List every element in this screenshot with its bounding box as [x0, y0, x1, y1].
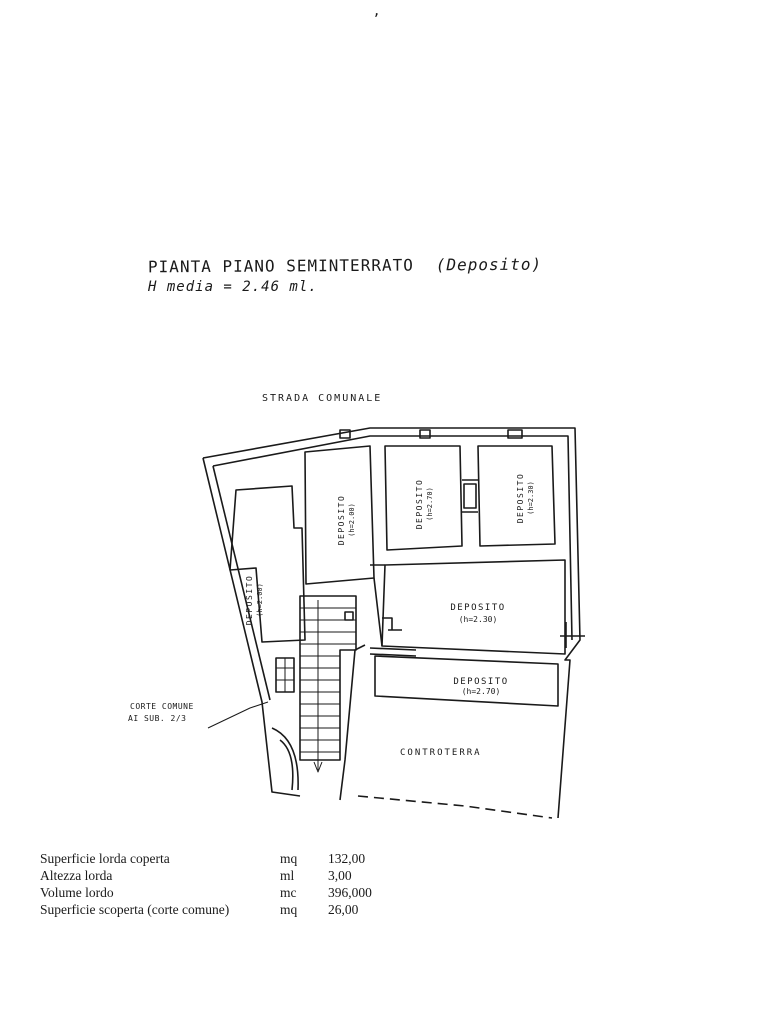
door-east: [560, 622, 585, 648]
south-boundary: [357, 795, 553, 819]
plan-title-paren: (Deposito): [435, 254, 543, 275]
surface-stats-table: Superficie lorda coperta mq 132,00 Altez…: [40, 850, 372, 918]
room-5-height: (h=2.30): [459, 615, 498, 624]
stats-row: Superficie lorda coperta mq 132,00: [40, 850, 372, 867]
partition: [370, 564, 385, 647]
west-wall-inner: [212, 465, 271, 701]
corte-label-line1: CORTE COMUNE: [130, 702, 194, 711]
controterra-label: CONTROTERRA: [400, 748, 482, 758]
corte-label-line2: AI SUB. 2/3: [128, 714, 186, 723]
corte-leader: [207, 701, 269, 729]
stats-row: Volume lordo mc 396,000: [40, 884, 372, 901]
stats-row: Altezza lorda ml 3,00: [40, 867, 372, 884]
room-4-height: (h=2.30): [527, 481, 535, 515]
door-mid: [382, 617, 402, 631]
room-deposito-6: [374, 655, 559, 707]
stair-arrow: [313, 600, 323, 773]
stats-unit: mq: [280, 851, 298, 866]
stats-value: 3,00: [328, 868, 352, 883]
plan-title-text: PIANTA PIANO SEMINTERRATO: [147, 255, 414, 277]
room-5-name: DEPOSITO: [450, 603, 505, 613]
room-deposito-3: [384, 445, 463, 551]
room-3-name: DEPOSITO: [415, 479, 424, 530]
stats-row: Superficie scoperta (corte comune) mq 26…: [40, 901, 372, 918]
page-mark: ,: [374, 0, 380, 19]
stats-unit: mc: [280, 885, 297, 900]
plan-subtitle: H media = 2.46 ml.: [148, 279, 318, 295]
room-deposito-1: [229, 485, 306, 643]
room-4-name: DEPOSITO: [516, 473, 525, 524]
window-north-1: [339, 429, 351, 439]
stats-label: Volume lordo: [40, 885, 114, 900]
window-north-3: [507, 429, 523, 439]
building-outline: [202, 427, 581, 819]
stats-value: 132,00: [328, 851, 366, 866]
lower-court-wall: [339, 644, 366, 801]
west-wall: [202, 457, 301, 797]
small-window: [344, 611, 354, 621]
corte-grid-lines: [276, 658, 294, 692]
court-ramp: [271, 727, 299, 791]
room-2-height: (h=2.00): [348, 503, 356, 537]
room-1-height: (h=2.00): [256, 583, 264, 617]
title-block: PIANTA PIANO SEMINTERRATO (Deposito) H me…: [148, 255, 542, 295]
staircase: [299, 595, 357, 761]
room-deposito-5: [381, 559, 566, 655]
building-outline-inner: [212, 435, 573, 641]
street-label: STRADA COMUNALE: [262, 393, 382, 404]
plan-title: PIANTA PIANO SEMINTERRATO (Deposito): [148, 255, 542, 277]
stats-label: Altezza lorda: [40, 868, 113, 883]
room-3-height: (h=2.70): [426, 487, 434, 521]
room-deposito-4: [477, 445, 556, 547]
room-2-name: DEPOSITO: [337, 495, 346, 546]
floor-plan: STRADA COMUNALE DEPOSITO (h=2.00) DEPOSI…: [128, 393, 585, 819]
stair-treads: [300, 607, 356, 753]
stats-label: Superficie lorda coperta: [40, 851, 170, 866]
room-1-name: DEPOSITO: [245, 575, 254, 626]
connector: [462, 479, 478, 513]
stats-unit: ml: [280, 868, 295, 883]
window-north-2: [419, 429, 431, 439]
door-3-4: [463, 483, 477, 509]
room-6-name: DEPOSITO: [453, 677, 508, 687]
stats-label: Superficie scoperta (corte comune): [40, 902, 230, 917]
stats-value: 396,000: [328, 885, 372, 900]
stats-unit: mq: [280, 902, 298, 917]
door-lower: [369, 647, 417, 657]
room-6-height: (h=2.70): [462, 687, 501, 696]
stats-value: 26,00: [328, 902, 359, 917]
